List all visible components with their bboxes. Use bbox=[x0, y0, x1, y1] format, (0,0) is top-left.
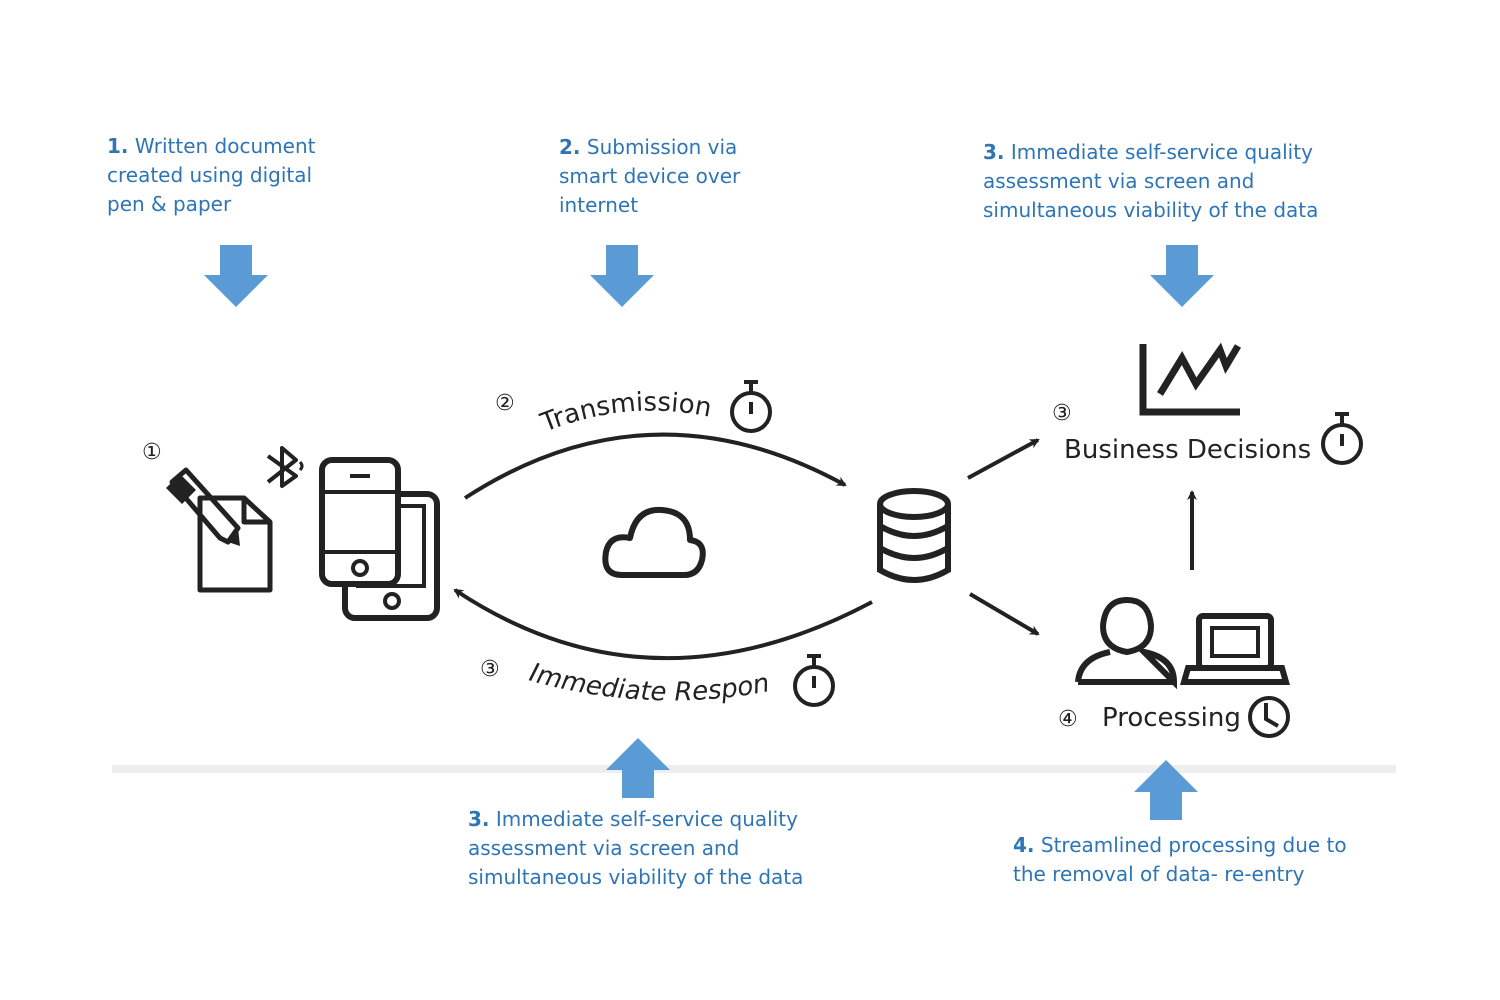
callout-step-3-top: 3. Immediate self-service quality assess… bbox=[983, 138, 1318, 225]
database-icon bbox=[877, 488, 951, 583]
callout-step-3-bottom-line-1: Immediate self-service quality bbox=[495, 807, 798, 831]
laptop-icon bbox=[1180, 613, 1290, 685]
callout-step-2-line-1: Submission via bbox=[586, 135, 738, 159]
blue-up-arrow-3 bbox=[606, 738, 670, 798]
callout-step-3-bottom-line-2: assessment via screen and bbox=[468, 836, 740, 860]
person-icon bbox=[1075, 596, 1178, 690]
stopwatch-icon bbox=[730, 380, 772, 433]
blue-down-arrow-3 bbox=[1150, 245, 1214, 307]
callout-step-2-line-3: internet bbox=[559, 193, 639, 217]
divider-line bbox=[112, 765, 1396, 773]
callout-step-1-line-2: created using digital bbox=[107, 163, 313, 187]
callout-step-3-top-line-1: Immediate self-service quality bbox=[1010, 140, 1313, 164]
callout-step-2: 2. Submission via smart device over inte… bbox=[559, 133, 740, 220]
callout-step-1-line-3: pen & paper bbox=[107, 192, 232, 216]
processing-label: Processing bbox=[1102, 703, 1241, 733]
document-icon bbox=[197, 495, 273, 593]
callout-step-3-top-line-3: simultaneous viability of the data bbox=[983, 198, 1319, 222]
step-2-number: ② bbox=[495, 391, 515, 416]
blue-down-arrow-1 bbox=[204, 245, 268, 307]
business-decisions-label: Business Decisions bbox=[1064, 435, 1311, 465]
blue-down-arrow-2 bbox=[590, 245, 654, 307]
arrow-to-business-decisions bbox=[967, 438, 1040, 480]
callout-step-1-line-1: Written document bbox=[134, 134, 316, 158]
transmission-arrow bbox=[463, 432, 847, 500]
callout-step-4: 4. Streamlined processing due to the rem… bbox=[1013, 831, 1347, 889]
stopwatch-icon bbox=[793, 654, 835, 707]
smartphone-icon bbox=[319, 457, 401, 587]
clock-icon bbox=[1248, 696, 1290, 738]
callout-step-4-line-2: the removal of data- re-entry bbox=[1013, 862, 1305, 886]
callout-step-1-number: 1. bbox=[107, 134, 129, 158]
callout-step-3-bottom-line-3: simultaneous viability of the data bbox=[468, 865, 804, 889]
callout-step-3-bottom-number: 3. bbox=[468, 807, 490, 831]
callout-step-1: 1. Written document created using digita… bbox=[107, 132, 315, 219]
callout-step-3-bottom: 3. Immediate self-service quality assess… bbox=[468, 805, 803, 892]
callout-step-4-line-1: Streamlined processing due to bbox=[1040, 833, 1347, 857]
line-chart-icon bbox=[1139, 342, 1242, 416]
callout-step-3-top-number: 3. bbox=[983, 140, 1005, 164]
step-1-number: ① bbox=[142, 440, 162, 465]
bluetooth-icon bbox=[266, 446, 304, 488]
blue-up-arrow-4 bbox=[1134, 760, 1198, 820]
callout-step-4-number: 4. bbox=[1013, 833, 1035, 857]
step-4-number: ④ bbox=[1058, 707, 1078, 732]
pen-icon bbox=[166, 467, 241, 546]
arrow-to-processing bbox=[968, 592, 1040, 636]
step-3-business-number: ③ bbox=[1052, 401, 1072, 426]
response-arrow bbox=[453, 588, 873, 661]
step-3-response-number: ③ bbox=[480, 657, 500, 682]
callout-step-3-top-line-2: assessment via screen and bbox=[983, 169, 1255, 193]
transmission-label: Transmission bbox=[536, 388, 714, 439]
callout-step-2-line-2: smart device over bbox=[559, 164, 741, 188]
cloud-icon bbox=[602, 506, 706, 579]
stopwatch-icon bbox=[1321, 412, 1363, 465]
callout-step-2-number: 2. bbox=[559, 135, 581, 159]
